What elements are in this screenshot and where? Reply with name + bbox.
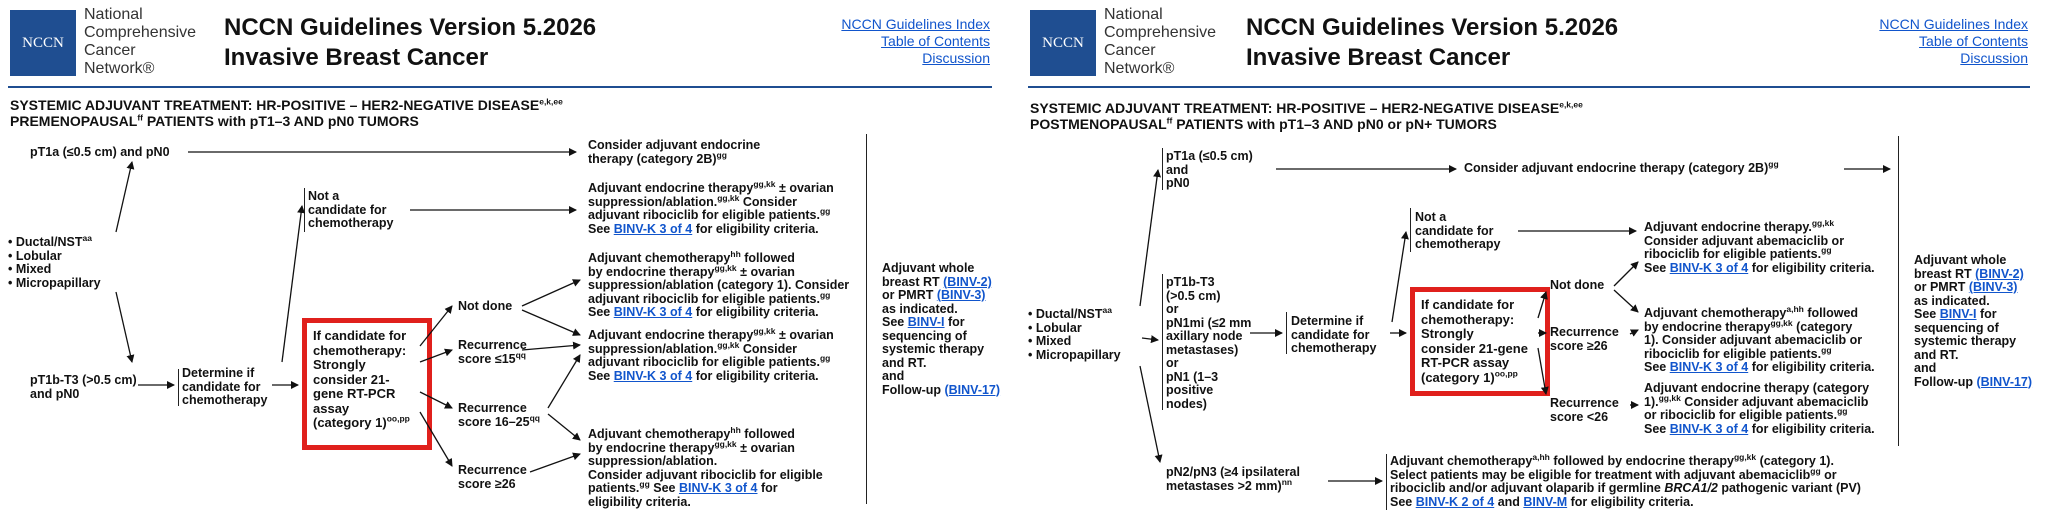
discussion-link[interactable]: Discussion (1960, 50, 2028, 66)
binv-17-link[interactable]: (BINV-17) (1976, 374, 2033, 389)
binv-k-link[interactable]: BINV-K 3 of 4 (613, 368, 693, 383)
arrow-histology-to-pt1b (1141, 335, 1159, 344)
arrow-ge26-to-chemo (529, 452, 581, 473)
arrow-16-25-to-endocrine (547, 354, 581, 409)
determine-bracket (178, 369, 180, 406)
final-bracket (866, 134, 868, 504)
not-candidate-outcome: Adjuvant endocrine therapygg,kk ± ovaria… (588, 178, 834, 236)
pn2-node: pN2/pN3 (≥4 ipsilateral metastases >2 mm… (1166, 465, 1300, 493)
arrow-histology-to-pt1a (1139, 169, 1162, 307)
arrow-histology-to-pn2 (1139, 365, 1163, 463)
binv-k-link[interactable]: BINV-K 3 of 4 (613, 221, 693, 236)
arrow-redbox-to-lt26 (1537, 347, 1549, 395)
score-not-done: Not done (1550, 278, 1605, 292)
arrow-redbox-to-notdone (1537, 291, 1548, 319)
table-of-contents-link[interactable]: Table of Contents (1919, 33, 2028, 49)
arrow-16-25-to-chemo (547, 413, 581, 441)
nccn-logo-badge: NCCN (10, 10, 76, 76)
nav-links: NCCN Guidelines Index Table of Contents … (790, 16, 990, 67)
arrow-determine-to-notcandidate (281, 205, 306, 363)
pt1b-bracket (1162, 274, 1164, 410)
arrow-redbox-to-notdone (419, 305, 453, 347)
final-recommendation: Adjuvant whole breast RT (BINV-2) or PMR… (1914, 253, 2033, 389)
histology-list: • Ductal/NSTaa • Lobular• Mixed• Micropa… (1028, 304, 1121, 362)
binv-k-link[interactable]: BINV-K 3 of 4 (1669, 360, 1749, 374)
determine-bracket (1286, 312, 1288, 354)
binv-k-link[interactable]: BINV-K 3 of 4 (1669, 421, 1749, 436)
pt1a-node: pT1a (≤0.5 cm) and pN0 (30, 145, 170, 159)
binv-i-link[interactable]: BINV-I (907, 315, 945, 329)
arrow-notdone-to-endocrine (521, 309, 581, 336)
arrow-notdone-to-chemo (1613, 289, 1639, 313)
binv-k-link[interactable]: BINV-K 2 of 4 (1415, 494, 1495, 509)
header-divider (8, 86, 992, 88)
outcome-chemo-not-done: Adjuvant chemotherapyhh followed by endo… (588, 248, 850, 319)
arrow-redbox-to-le15 (419, 348, 453, 363)
binv-k-link[interactable]: BINV-K 3 of 4 (678, 481, 758, 495)
section-title: SYSTEMIC ADJUVANT TREATMENT: HR-POSITIVE… (10, 96, 563, 129)
final-bracket (1898, 136, 1900, 446)
not-candidate-outcome: Adjuvant endocrine therapy.gg,kk Conside… (1644, 217, 1875, 275)
guidelines-index-link[interactable]: NCCN Guidelines Index (1879, 16, 2028, 32)
histology-list: • Ductal/NSTaa • Lobular• Mixed• Micropa… (8, 232, 101, 290)
outcome-endocrine-lt26: Adjuvant endocrine therapy (category 1).… (1644, 381, 1875, 436)
not-candidate-bracket (1410, 208, 1412, 252)
binv-k-link[interactable]: BINV-K 3 of 4 (613, 305, 693, 319)
arrow-determine-to-notcandidate (1391, 231, 1409, 323)
arrow-histology-to-pt1a (115, 161, 135, 233)
score-not-done: Not done (458, 299, 513, 313)
nccn-logo-badge: NCCN (1030, 10, 1096, 76)
pn2-outcome: Adjuvant chemotherapya,hh followed by en… (1390, 451, 1861, 509)
table-of-contents-link[interactable]: Table of Contents (881, 33, 990, 49)
final-recommendation: Adjuvant whole breast RT (BINV-2) or PMR… (882, 261, 1001, 397)
outcome-chemo-ge26: Adjuvant chemotherapyhh followed by endo… (588, 424, 823, 509)
nav-links: NCCN Guidelines Index Table of Contents … (1830, 16, 2028, 67)
header-divider (1028, 86, 2030, 88)
binv-i-link[interactable]: BINV-I (1939, 307, 1977, 321)
binv-17-link[interactable]: (BINV-17) (944, 382, 1001, 397)
arrow-notdone-to-chemo (521, 279, 581, 307)
discussion-link[interactable]: Discussion (922, 50, 990, 66)
arrow-notdone-to-endocrine (1613, 261, 1639, 287)
pt1a-outcome: Consider adjuvant endocrine therapy (cat… (1464, 158, 1779, 175)
binv-m-link[interactable]: BINV-M (1523, 494, 1568, 509)
pn2-outcome-bracket (1386, 454, 1388, 510)
arrow-redbox-to-16-25 (419, 391, 453, 409)
binv-k-link[interactable]: BINV-K 3 of 4 (1669, 260, 1749, 275)
pt1a-bracket (1162, 148, 1164, 190)
arrow-le15-to-endocrine (521, 341, 581, 351)
binv-3-link[interactable]: (BINV-3) (936, 288, 986, 302)
binv-3-link[interactable]: (BINV-3) (1968, 280, 2018, 294)
arrow-ge26-to-chemo (1629, 329, 1639, 337)
guidelines-index-link[interactable]: NCCN Guidelines Index (841, 16, 990, 32)
outcome-endocrine-le15: Adjuvant endocrine therapygg,kk ± ovaria… (588, 325, 834, 383)
arrow-histology-to-pt1b (115, 291, 135, 363)
pt1b-node: pT1b-T3 (>0.5 cm)and pN0 (30, 373, 137, 401)
pt1a-outcome: Consider adjuvant endocrine therapy (cat… (588, 138, 761, 166)
section-title: SYSTEMIC ADJUVANT TREATMENT: HR-POSITIVE… (1030, 99, 1583, 132)
binv-2-link[interactable]: (BINV-2) (943, 274, 992, 289)
outcome-chemo-ge26: Adjuvant chemotherapya,hh followed by en… (1644, 303, 1875, 374)
binv-2-link[interactable]: (BINV-2) (1975, 266, 2024, 281)
arrow-redbox-to-ge26 (419, 411, 453, 467)
